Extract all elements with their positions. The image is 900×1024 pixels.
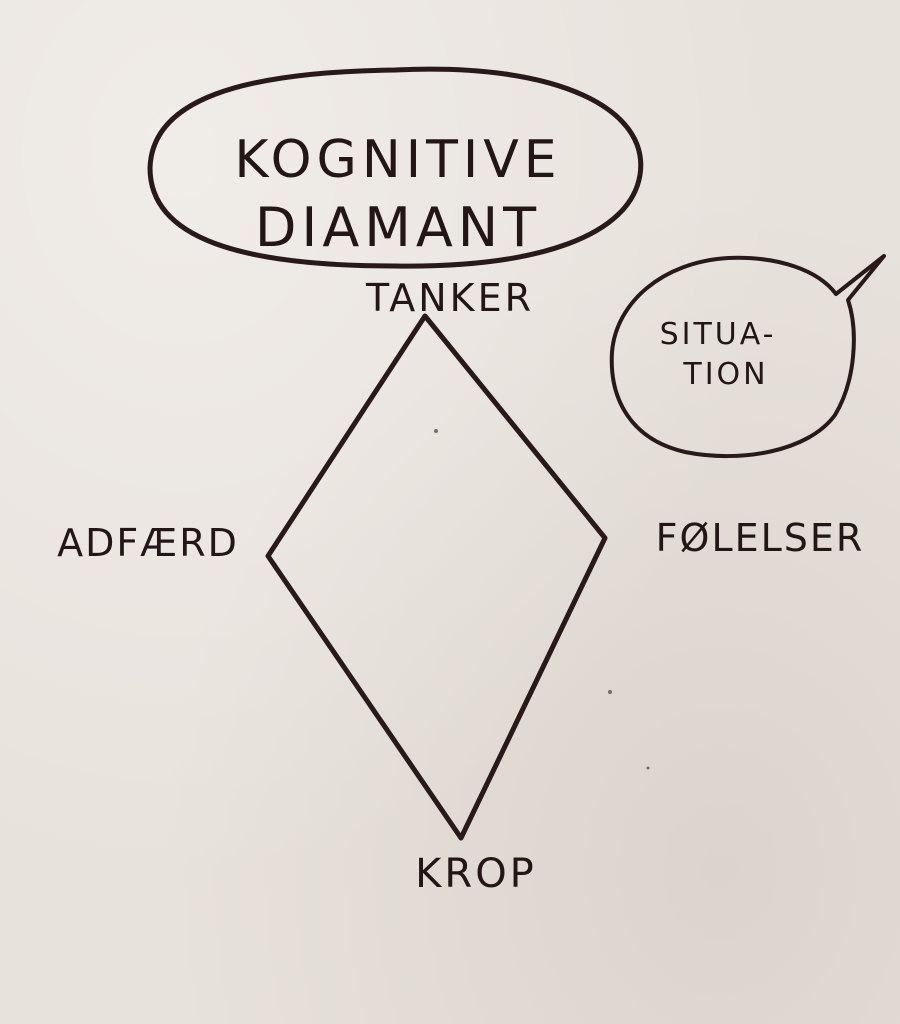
diamond-shape xyxy=(265,313,608,841)
title-line-2: DIAMANT xyxy=(255,196,541,259)
paper-speck xyxy=(608,690,612,694)
speech-bubble-outline xyxy=(609,254,886,459)
title-line-1: KOGNITIVE xyxy=(234,130,561,190)
node-label-left: ADFÆRD xyxy=(57,521,239,565)
bubble-line-1: SITUA- xyxy=(660,317,777,352)
node-label-top: TANKER xyxy=(365,276,534,320)
title-group: KOGNITIVE DIAMANT xyxy=(147,66,644,269)
bubble-line-2: TION xyxy=(682,357,768,392)
title-ellipse xyxy=(147,66,644,269)
paper-speck xyxy=(434,429,438,433)
node-label-right: FØLELSER xyxy=(656,516,865,560)
speech-bubble: SITUA- TION xyxy=(609,254,886,459)
node-label-bottom: KROP xyxy=(415,851,537,897)
paper-speck xyxy=(646,766,650,770)
